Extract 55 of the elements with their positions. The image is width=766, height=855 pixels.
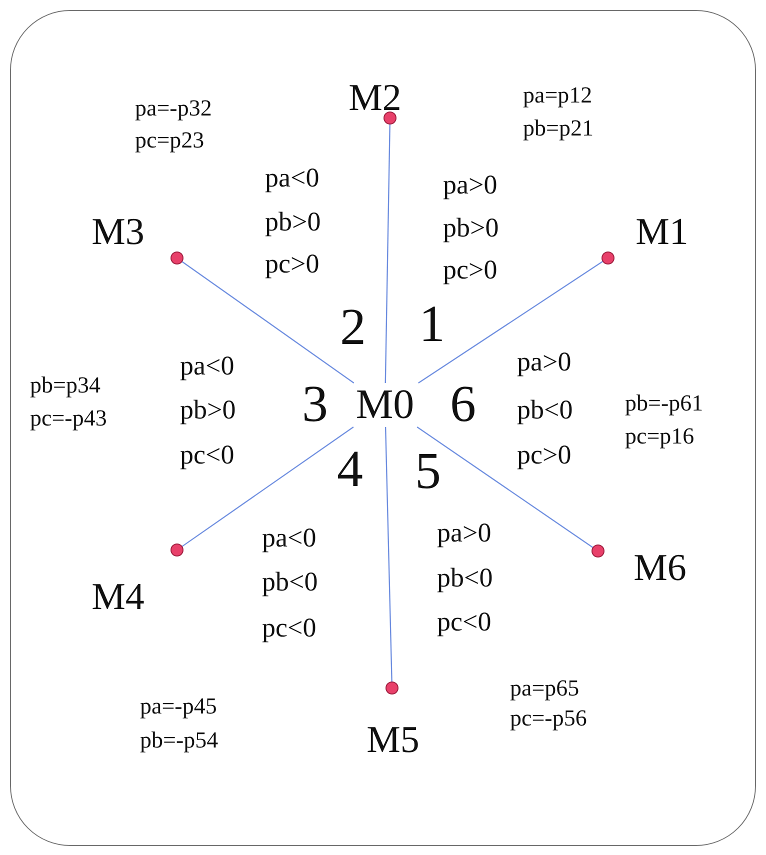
sign-condition: pb>0 bbox=[265, 208, 321, 236]
point-marker bbox=[170, 251, 184, 265]
sign-condition: pb<0 bbox=[517, 396, 573, 424]
connector-line bbox=[384, 426, 392, 682]
point-label: M1 bbox=[636, 213, 688, 251]
boundary-equation: pb=p21 bbox=[523, 116, 594, 140]
boundary-equation: pb=-p54 bbox=[140, 728, 218, 752]
sign-condition: pb>0 bbox=[180, 396, 236, 424]
boundary-equation: pc=-p56 bbox=[510, 706, 587, 730]
boundary-equation: pc=p16 bbox=[625, 424, 694, 448]
sign-condition: pc>0 bbox=[265, 250, 320, 278]
boundary-equation: pc=p23 bbox=[135, 128, 204, 152]
boundary-equation: pb=-p61 bbox=[625, 392, 704, 414]
sign-condition: pa>0 bbox=[443, 172, 498, 198]
boundary-equation: pa=p12 bbox=[523, 84, 592, 106]
sign-condition: pb>0 bbox=[443, 214, 499, 242]
point-label: M3 bbox=[92, 213, 144, 251]
connector-line bbox=[182, 426, 354, 548]
center-point-label: M0 bbox=[350, 383, 420, 427]
region-number: 1 bbox=[419, 299, 445, 351]
point-marker bbox=[170, 543, 184, 557]
boundary-equation: pa=-p45 bbox=[140, 694, 217, 718]
sign-condition: pc>0 bbox=[517, 442, 572, 468]
point-label: M4 bbox=[92, 578, 144, 616]
sign-condition: pb<0 bbox=[437, 564, 493, 592]
boundary-equation: pb=p34 bbox=[30, 374, 100, 396]
point-marker bbox=[601, 251, 615, 265]
sign-condition: pa<0 bbox=[180, 352, 234, 380]
boundary-equation: pc=-p43 bbox=[30, 406, 107, 430]
point-marker bbox=[591, 544, 605, 558]
connector-line bbox=[182, 260, 354, 384]
sign-condition: pa>0 bbox=[437, 520, 492, 546]
sign-condition: pc<0 bbox=[180, 442, 234, 468]
sign-condition: pb<0 bbox=[262, 568, 318, 596]
sign-condition: pc<0 bbox=[262, 614, 316, 642]
region-number: 3 bbox=[302, 379, 328, 431]
sign-condition: pc<0 bbox=[437, 608, 492, 636]
point-marker bbox=[385, 681, 399, 695]
point-marker bbox=[383, 111, 397, 125]
point-label: M2 bbox=[348, 79, 402, 117]
sign-condition: pa<0 bbox=[262, 524, 316, 552]
connector-line bbox=[418, 260, 604, 384]
connector-line bbox=[416, 426, 594, 548]
boundary-equation: pa=-p32 bbox=[135, 96, 212, 120]
sign-condition: pa<0 bbox=[265, 164, 320, 192]
sign-condition: pa>0 bbox=[517, 348, 572, 376]
region-number: 4 bbox=[337, 444, 363, 496]
sign-condition: pc>0 bbox=[443, 256, 498, 284]
connector-line bbox=[384, 124, 390, 383]
point-label: M5 bbox=[366, 721, 420, 759]
region-number: 2 bbox=[340, 302, 366, 354]
region-number: 6 bbox=[450, 379, 476, 431]
boundary-equation: pa=p65 bbox=[510, 676, 580, 700]
region-number: 5 bbox=[415, 446, 441, 498]
point-label: M6 bbox=[634, 549, 686, 587]
